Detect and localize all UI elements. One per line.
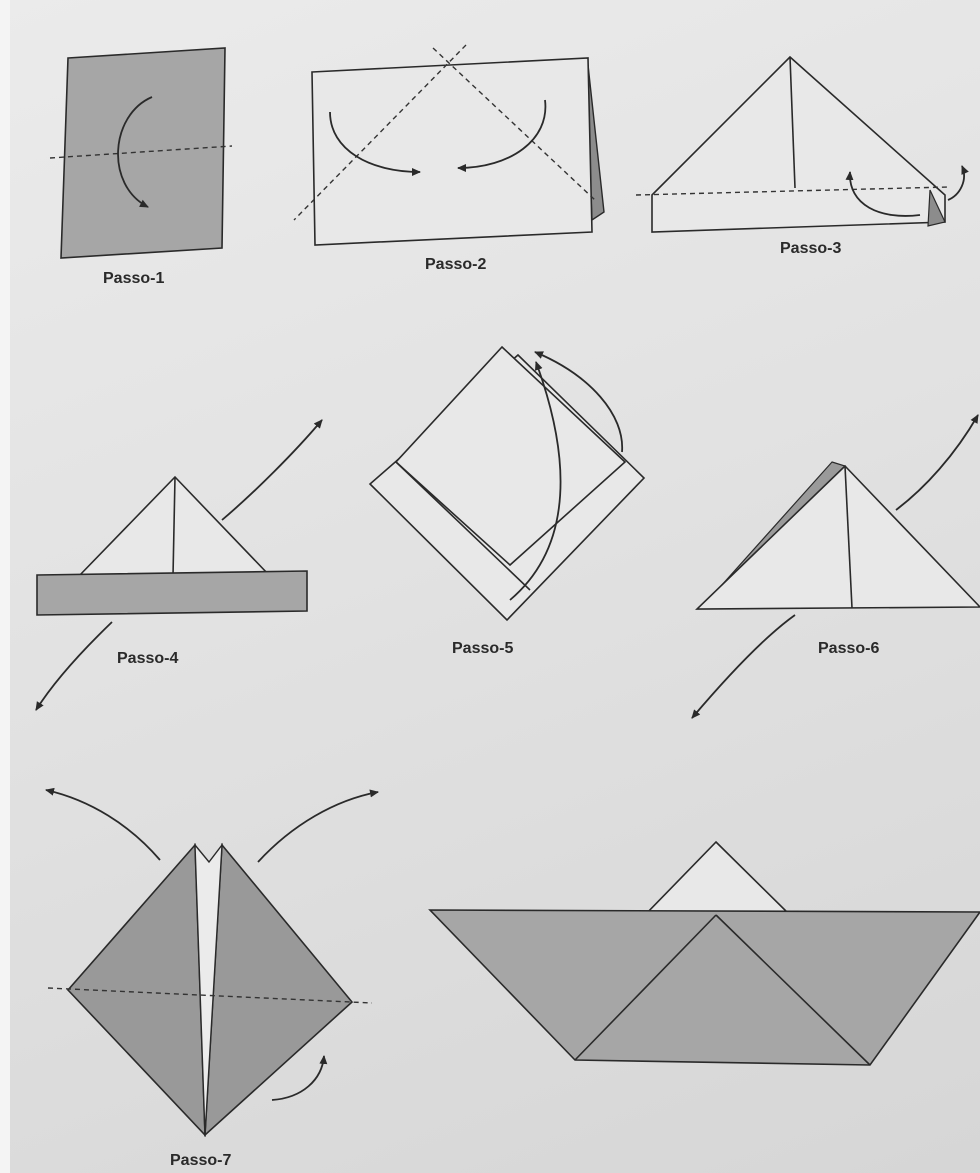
step-6-triangle — [697, 466, 980, 609]
boat-sail — [645, 842, 790, 915]
step-7-arrow-right — [258, 792, 378, 862]
step-3-paper — [652, 57, 945, 232]
step-4-brim — [37, 571, 307, 615]
step-6-arrow-down — [692, 615, 795, 718]
step-3-arrow-back — [948, 166, 964, 200]
step-3-illustration — [636, 57, 964, 232]
boat-hull — [430, 910, 980, 1065]
step-4-label: Passo-4 — [117, 650, 178, 668]
step-1-label: Passo-1 — [103, 270, 164, 288]
step-7-illustration — [46, 790, 378, 1135]
finished-boat-illustration — [430, 842, 980, 1065]
step-5-illustration — [370, 347, 644, 620]
step-2-paper — [312, 58, 592, 245]
step-7-arrow-left — [46, 790, 160, 860]
step-5-label: Passo-5 — [452, 640, 513, 658]
step-2-label: Passo-2 — [425, 256, 486, 274]
step-4-arrow-down — [36, 622, 112, 710]
step-6-arrow-up — [896, 415, 978, 510]
step-3-label: Passo-3 — [780, 240, 841, 258]
step-4-illustration — [36, 420, 322, 710]
step-6-label: Passo-6 — [818, 640, 879, 658]
step-4-arrow-up — [222, 420, 322, 520]
step-1-illustration — [50, 48, 232, 258]
step-7-right-flap — [205, 845, 352, 1135]
step-6-illustration — [692, 415, 980, 718]
step-7-label: Passo-7 — [170, 1152, 231, 1170]
step-1-paper — [61, 48, 225, 258]
step-2-illustration — [294, 45, 604, 245]
